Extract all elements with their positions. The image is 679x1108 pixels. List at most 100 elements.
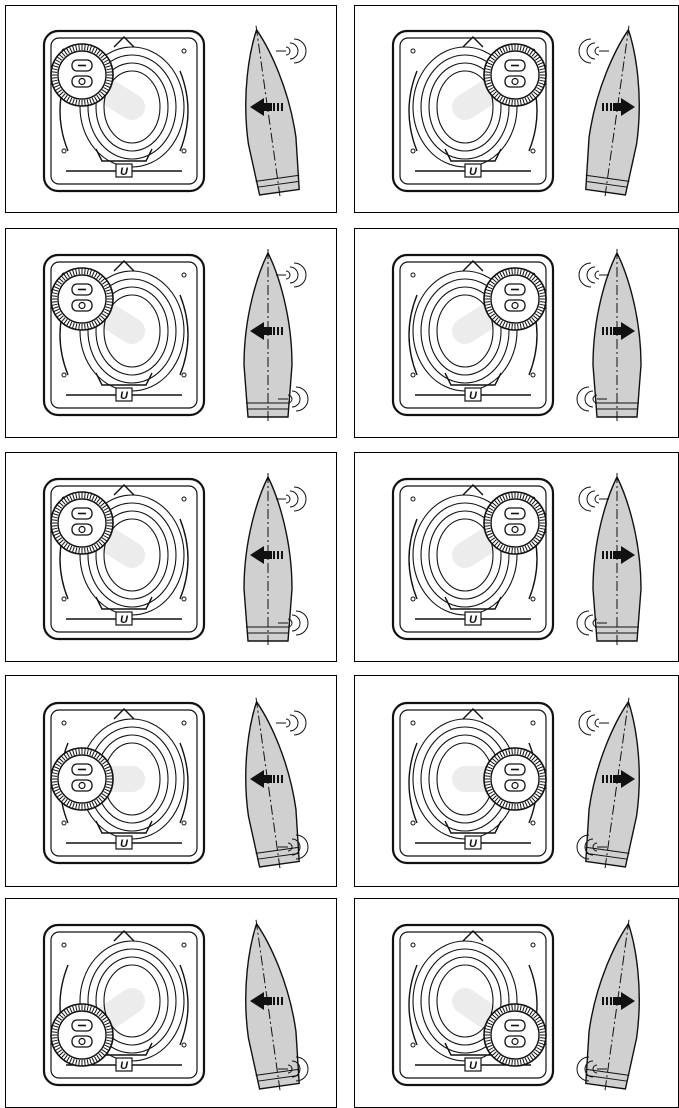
- logo-text: U: [469, 614, 478, 626]
- wave-arc: [290, 491, 298, 507]
- knurl-tick: [540, 520, 546, 521]
- knurl-tick: [85, 748, 86, 754]
- wave-arc: [296, 611, 308, 635]
- wave-arc: [579, 711, 591, 735]
- knurl-tick: [484, 776, 490, 777]
- arrow-stripe: [606, 327, 608, 335]
- knurl-tick: [518, 748, 519, 754]
- knurl-tick: [107, 72, 113, 73]
- knurl-tick: [518, 324, 519, 330]
- knurl-tick: [540, 302, 546, 303]
- handle-bracket: [445, 149, 501, 161]
- diagram-panel: U: [354, 5, 679, 213]
- wave-arc: [587, 267, 595, 283]
- knurl-tick: [107, 1032, 113, 1033]
- knurl-tick: [79, 492, 80, 498]
- screw-icon: [182, 943, 186, 947]
- screw-icon: [531, 373, 535, 377]
- wave-arc: [585, 615, 593, 631]
- knob-face: [58, 755, 106, 803]
- knurl-tick: [107, 1038, 113, 1039]
- knurl-tick: [51, 782, 57, 783]
- arrow-body: [613, 327, 621, 335]
- panel-drawing: U: [6, 899, 336, 1107]
- arrow-body: [613, 997, 621, 1005]
- arrow-body: [613, 551, 621, 559]
- knurl-tick: [85, 100, 86, 106]
- arrow-stripe: [602, 997, 604, 1005]
- joystick-control: U: [44, 925, 204, 1085]
- knurl-tick: [512, 492, 513, 498]
- wave-arc: [587, 43, 595, 59]
- screw-icon: [411, 497, 415, 501]
- screw-icon: [411, 149, 415, 153]
- screw-icon: [531, 597, 535, 601]
- knurl-tick: [79, 804, 80, 810]
- knurl-tick: [79, 100, 80, 106]
- knob-face: [58, 275, 106, 323]
- knurl-tick: [484, 1038, 490, 1039]
- boat: [577, 916, 653, 1095]
- knurl-tick: [51, 526, 57, 527]
- boat: [244, 249, 308, 423]
- screw-icon: [411, 1043, 415, 1047]
- panel-drawing: U: [6, 229, 336, 437]
- screw-icon: [62, 721, 66, 725]
- handle-bracket: [96, 597, 152, 609]
- arrow-stripe: [273, 103, 275, 111]
- arrow-stripe: [610, 551, 612, 559]
- boat: [577, 694, 653, 873]
- knurl-tick: [518, 1060, 519, 1066]
- knurl-tick: [51, 1032, 57, 1033]
- arrow-stripe: [281, 775, 283, 783]
- knurl-tick: [540, 1038, 546, 1039]
- knurl-tick: [51, 296, 57, 297]
- knurl-tick: [484, 1032, 490, 1033]
- knurl-tick: [518, 44, 519, 50]
- knurl-tick: [540, 776, 546, 777]
- screw-icon: [182, 821, 186, 825]
- screw-icon: [531, 721, 535, 725]
- wave-arc: [286, 271, 290, 279]
- knob-face: [491, 1011, 539, 1059]
- screw-icon: [182, 597, 186, 601]
- knurl-tick: [484, 78, 490, 79]
- logo-text: U: [469, 838, 478, 850]
- arrow-stripe: [606, 775, 608, 783]
- arrow-stripe: [610, 103, 612, 111]
- screw-icon: [62, 597, 66, 601]
- screw-icon: [411, 597, 415, 601]
- knurl-tick: [51, 72, 57, 73]
- diagram-panel: U: [354, 675, 679, 887]
- wave-arc: [595, 719, 599, 727]
- handle-bracket: [445, 597, 501, 609]
- arrow-body: [264, 551, 272, 559]
- logo-text: U: [469, 166, 478, 178]
- knurl-tick: [512, 268, 513, 274]
- joystick-control: U: [44, 31, 204, 191]
- boat: [232, 694, 308, 873]
- logo-text: U: [469, 1060, 478, 1072]
- arrow-body: [613, 775, 621, 783]
- screw-icon: [62, 149, 66, 153]
- wave-arc: [577, 387, 589, 411]
- knurl-tick: [540, 782, 546, 783]
- arrow-stripe: [273, 551, 275, 559]
- knurl-tick: [540, 296, 546, 297]
- panel-drawing: U: [355, 6, 678, 212]
- wave-arc: [294, 711, 306, 735]
- boat-hull-group: [581, 694, 653, 873]
- knurl-tick: [518, 268, 519, 274]
- panel-drawing: U: [6, 453, 336, 661]
- wave-arc: [294, 39, 306, 63]
- knurl-tick: [107, 526, 113, 527]
- knob-face: [58, 1011, 106, 1059]
- arrow-stripe: [610, 997, 612, 1005]
- knob-face: [491, 499, 539, 547]
- screw-icon: [411, 273, 415, 277]
- knob-face: [491, 51, 539, 99]
- knurl-tick: [512, 324, 513, 330]
- boat: [579, 22, 653, 201]
- handle-bracket: [96, 821, 152, 833]
- knurl-tick: [540, 526, 546, 527]
